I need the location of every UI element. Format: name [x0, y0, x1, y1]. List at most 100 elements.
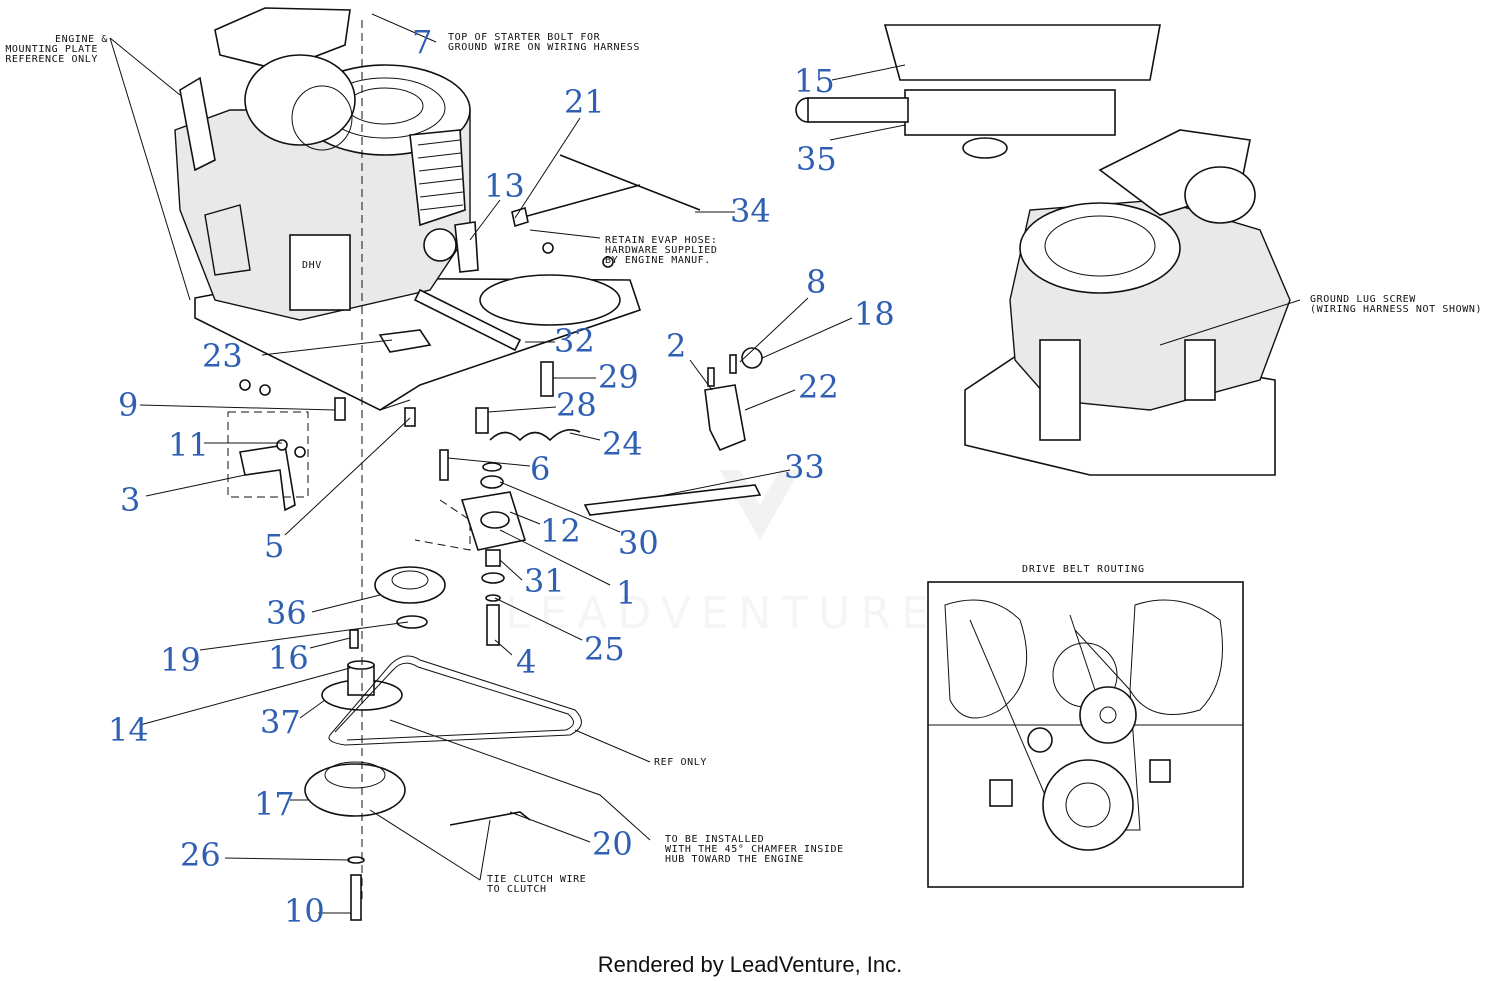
engine-right-block	[1039, 339, 1081, 441]
callout-31: 31	[524, 562, 565, 600]
leader-1	[499, 529, 611, 586]
callout-36: 36	[266, 594, 307, 632]
cooling-fins	[409, 129, 466, 227]
callout-5: 5	[264, 527, 284, 565]
leader-ref	[574, 729, 651, 763]
bolt	[542, 242, 554, 254]
screw-2	[707, 367, 715, 387]
leader-21	[744, 389, 796, 411]
note-ref-only: REF ONLY	[654, 757, 707, 768]
leader-25	[494, 597, 583, 641]
leader-22	[514, 117, 581, 219]
leader-19	[199, 621, 409, 651]
washer-6	[482, 462, 502, 472]
callout-24: 24	[602, 425, 643, 463]
rod-34	[559, 154, 701, 211]
fuel-filter-13	[454, 221, 479, 273]
engine-badge: DHV	[302, 260, 322, 271]
callout-21: 22	[798, 368, 839, 406]
leader-5	[284, 417, 411, 536]
callout-22: 21	[564, 83, 605, 121]
routing-clutch	[1042, 759, 1134, 851]
muffler	[904, 89, 1116, 136]
leader-12	[509, 511, 541, 525]
bolt	[259, 384, 271, 396]
callout-1: 1	[616, 574, 636, 612]
engine-right-canister	[1184, 166, 1256, 224]
engine-assembly: DHV	[174, 7, 642, 411]
belt-routing-panel: DRIVE BELT ROUTING	[927, 564, 1244, 888]
air-cleaner-cover	[214, 7, 351, 71]
clutch-17-hub	[324, 761, 386, 789]
pulley-clutch-assembly	[304, 566, 582, 921]
note-tie-2: TO CLUTCH	[487, 884, 547, 895]
blade-right	[1129, 599, 1223, 715]
drive-belt	[328, 655, 582, 746]
routing-idler-hub	[1099, 706, 1117, 724]
blade-left	[944, 599, 1028, 719]
callout-2: 2	[666, 327, 686, 365]
bolt-6	[439, 449, 449, 481]
bracket-assembly	[239, 397, 416, 512]
leader-6	[447, 457, 531, 467]
callout-20: 20	[592, 825, 633, 863]
leader-ground	[1159, 299, 1301, 346]
note-evap-2: HARDWARE SUPPLIED	[605, 245, 718, 256]
bolt-29	[540, 361, 554, 397]
callout-32: 32	[554, 322, 595, 360]
leader-tie	[369, 809, 491, 881]
bolt-11-b	[294, 446, 306, 458]
watermark-text: LEADVENTURE	[505, 588, 939, 639]
leader-30	[499, 481, 621, 533]
idler-outline	[414, 499, 471, 551]
callout-29: 29	[598, 358, 639, 396]
callout-19: 19	[160, 641, 201, 679]
note-engine-1: ENGINE &	[55, 34, 108, 45]
routing-pulley	[1027, 727, 1053, 753]
bolt-10	[350, 874, 362, 921]
pulley-36-hub	[391, 570, 429, 590]
bolt	[239, 379, 251, 391]
leader-evap	[529, 229, 601, 239]
leader-9	[139, 404, 336, 411]
callout-17: 17	[254, 785, 295, 823]
engine-right-fan	[1044, 215, 1156, 277]
callout-35: 35	[796, 140, 837, 178]
bracket-3	[239, 444, 296, 512]
note-tie-1: TIE CLUTCH WIRE	[487, 874, 586, 885]
callout-26: 26	[180, 836, 221, 874]
leader-24	[569, 432, 601, 441]
leader-4	[494, 639, 513, 656]
cooling-fin-lines	[417, 139, 464, 211]
note-ground-2: (WIRING HARNESS NOT SHOWN)	[1310, 304, 1482, 315]
callout-33: 33	[784, 448, 825, 486]
callout-25: 25	[584, 630, 625, 668]
note-starter-1: TOP OF STARTER BOLT FOR	[448, 32, 601, 43]
leader-23	[261, 339, 393, 356]
callout-30: 30	[618, 524, 659, 562]
leader-14	[139, 667, 351, 726]
spring-24	[489, 429, 581, 442]
note-chamfer-1: TO BE INSTALLED	[665, 834, 764, 845]
leader-26	[224, 857, 351, 861]
leader-8	[739, 297, 809, 363]
reference-dashes	[227, 20, 471, 900]
bolt-28	[475, 407, 489, 434]
engine-right-starter	[1184, 339, 1216, 401]
footer-credit: Rendered by LeadVenture, Inc.	[598, 952, 903, 977]
throttle-bracket-2	[704, 384, 746, 452]
leader-20	[509, 811, 591, 843]
callout-3: 3	[120, 481, 140, 519]
routing-clutch-hub	[1065, 782, 1111, 828]
bearing-31	[481, 572, 505, 584]
leader-7	[371, 13, 437, 43]
hub-14-top	[347, 660, 375, 670]
evap-rod-assembly	[511, 154, 701, 228]
callout-34: 34	[730, 192, 771, 230]
leader-15	[831, 64, 906, 81]
callout-7: 7	[412, 23, 432, 61]
callout-18: 18	[854, 295, 895, 333]
muffler-side	[204, 204, 251, 276]
callout-8: 8	[806, 263, 826, 301]
